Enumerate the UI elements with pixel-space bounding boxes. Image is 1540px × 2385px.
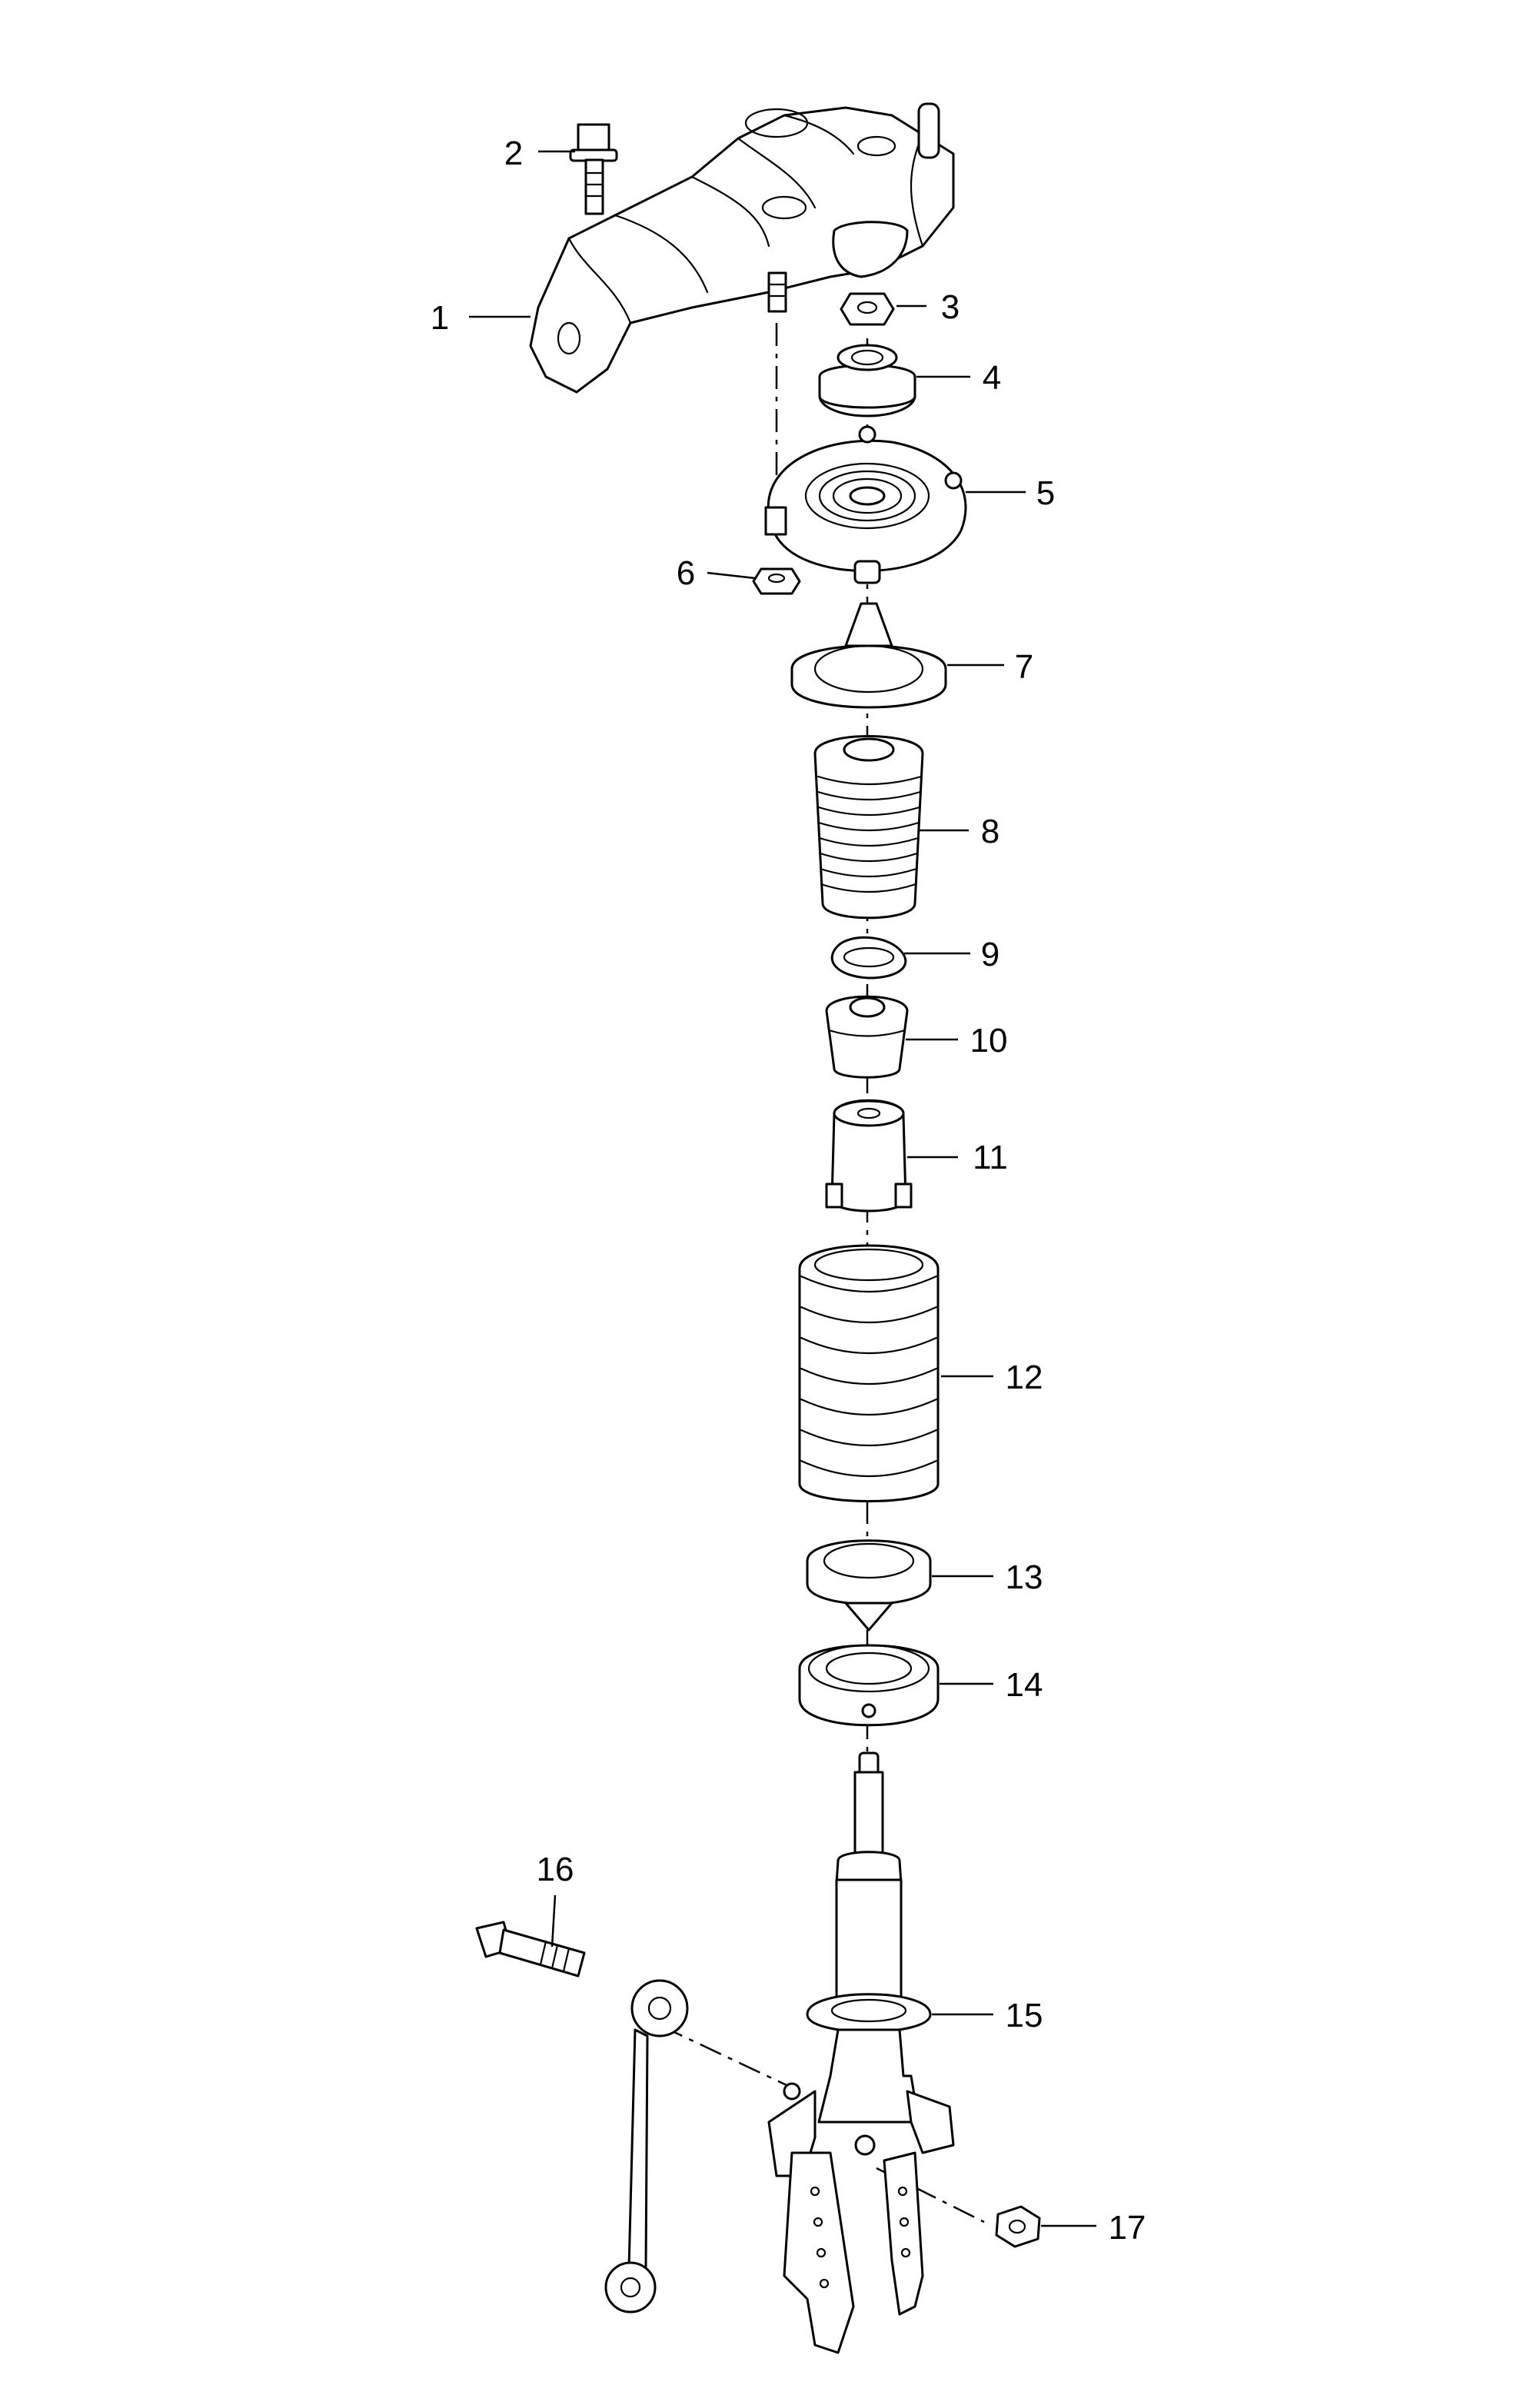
callout-16: 16 xyxy=(537,1851,574,1888)
callout-12: 12 xyxy=(1006,1359,1043,1396)
part-5-top-mount xyxy=(764,425,967,584)
callout-2: 2 xyxy=(504,135,523,172)
part-12-coil-spring xyxy=(798,1244,940,1502)
callout-7: 7 xyxy=(1015,648,1033,686)
callout-6: 6 xyxy=(677,554,695,592)
part-3-nut xyxy=(840,292,895,326)
callout-3: 3 xyxy=(941,288,960,326)
part-9-retaining-ring xyxy=(830,936,907,980)
callout-11: 11 xyxy=(973,1139,1008,1176)
part-10-bump-stop xyxy=(825,995,909,1079)
part-6-nut xyxy=(752,567,801,595)
part-1-mount-bracket xyxy=(529,102,955,394)
callout-5: 5 xyxy=(1036,474,1055,512)
part-8-dust-boot xyxy=(813,735,924,920)
part-4-bearing xyxy=(818,344,916,417)
part-17-nut xyxy=(995,2205,1041,2248)
bellows-ridges xyxy=(817,775,923,893)
callout-4: 4 xyxy=(983,359,1001,397)
callout-labels: 1 2 3 4 5 6 7 8 9 10 11 12 13 14 15 16 1… xyxy=(431,135,1146,2247)
spring-coils xyxy=(800,1275,938,1478)
part-7-spring-pad xyxy=(790,602,947,709)
callout-1: 1 xyxy=(431,299,449,337)
callout-15: 15 xyxy=(1006,1997,1043,2034)
part-16-stabilizer-link xyxy=(475,1921,689,2313)
callout-10: 10 xyxy=(970,1022,1008,1059)
part-11-protection-cap xyxy=(825,1099,913,1212)
callout-8: 8 xyxy=(981,813,1000,850)
callout-13: 13 xyxy=(1006,1558,1043,1596)
callout-14: 14 xyxy=(1006,1666,1043,1704)
callout-9: 9 xyxy=(981,936,1000,973)
leader-lines xyxy=(469,150,1096,2227)
part-14-spring-seat xyxy=(798,1644,940,1727)
part-15-shock-absorber xyxy=(767,1751,955,2354)
callout-17: 17 xyxy=(1109,2209,1146,2247)
part-13-lower-spring-pad xyxy=(806,1539,932,1632)
part-2-bolt xyxy=(569,123,618,215)
